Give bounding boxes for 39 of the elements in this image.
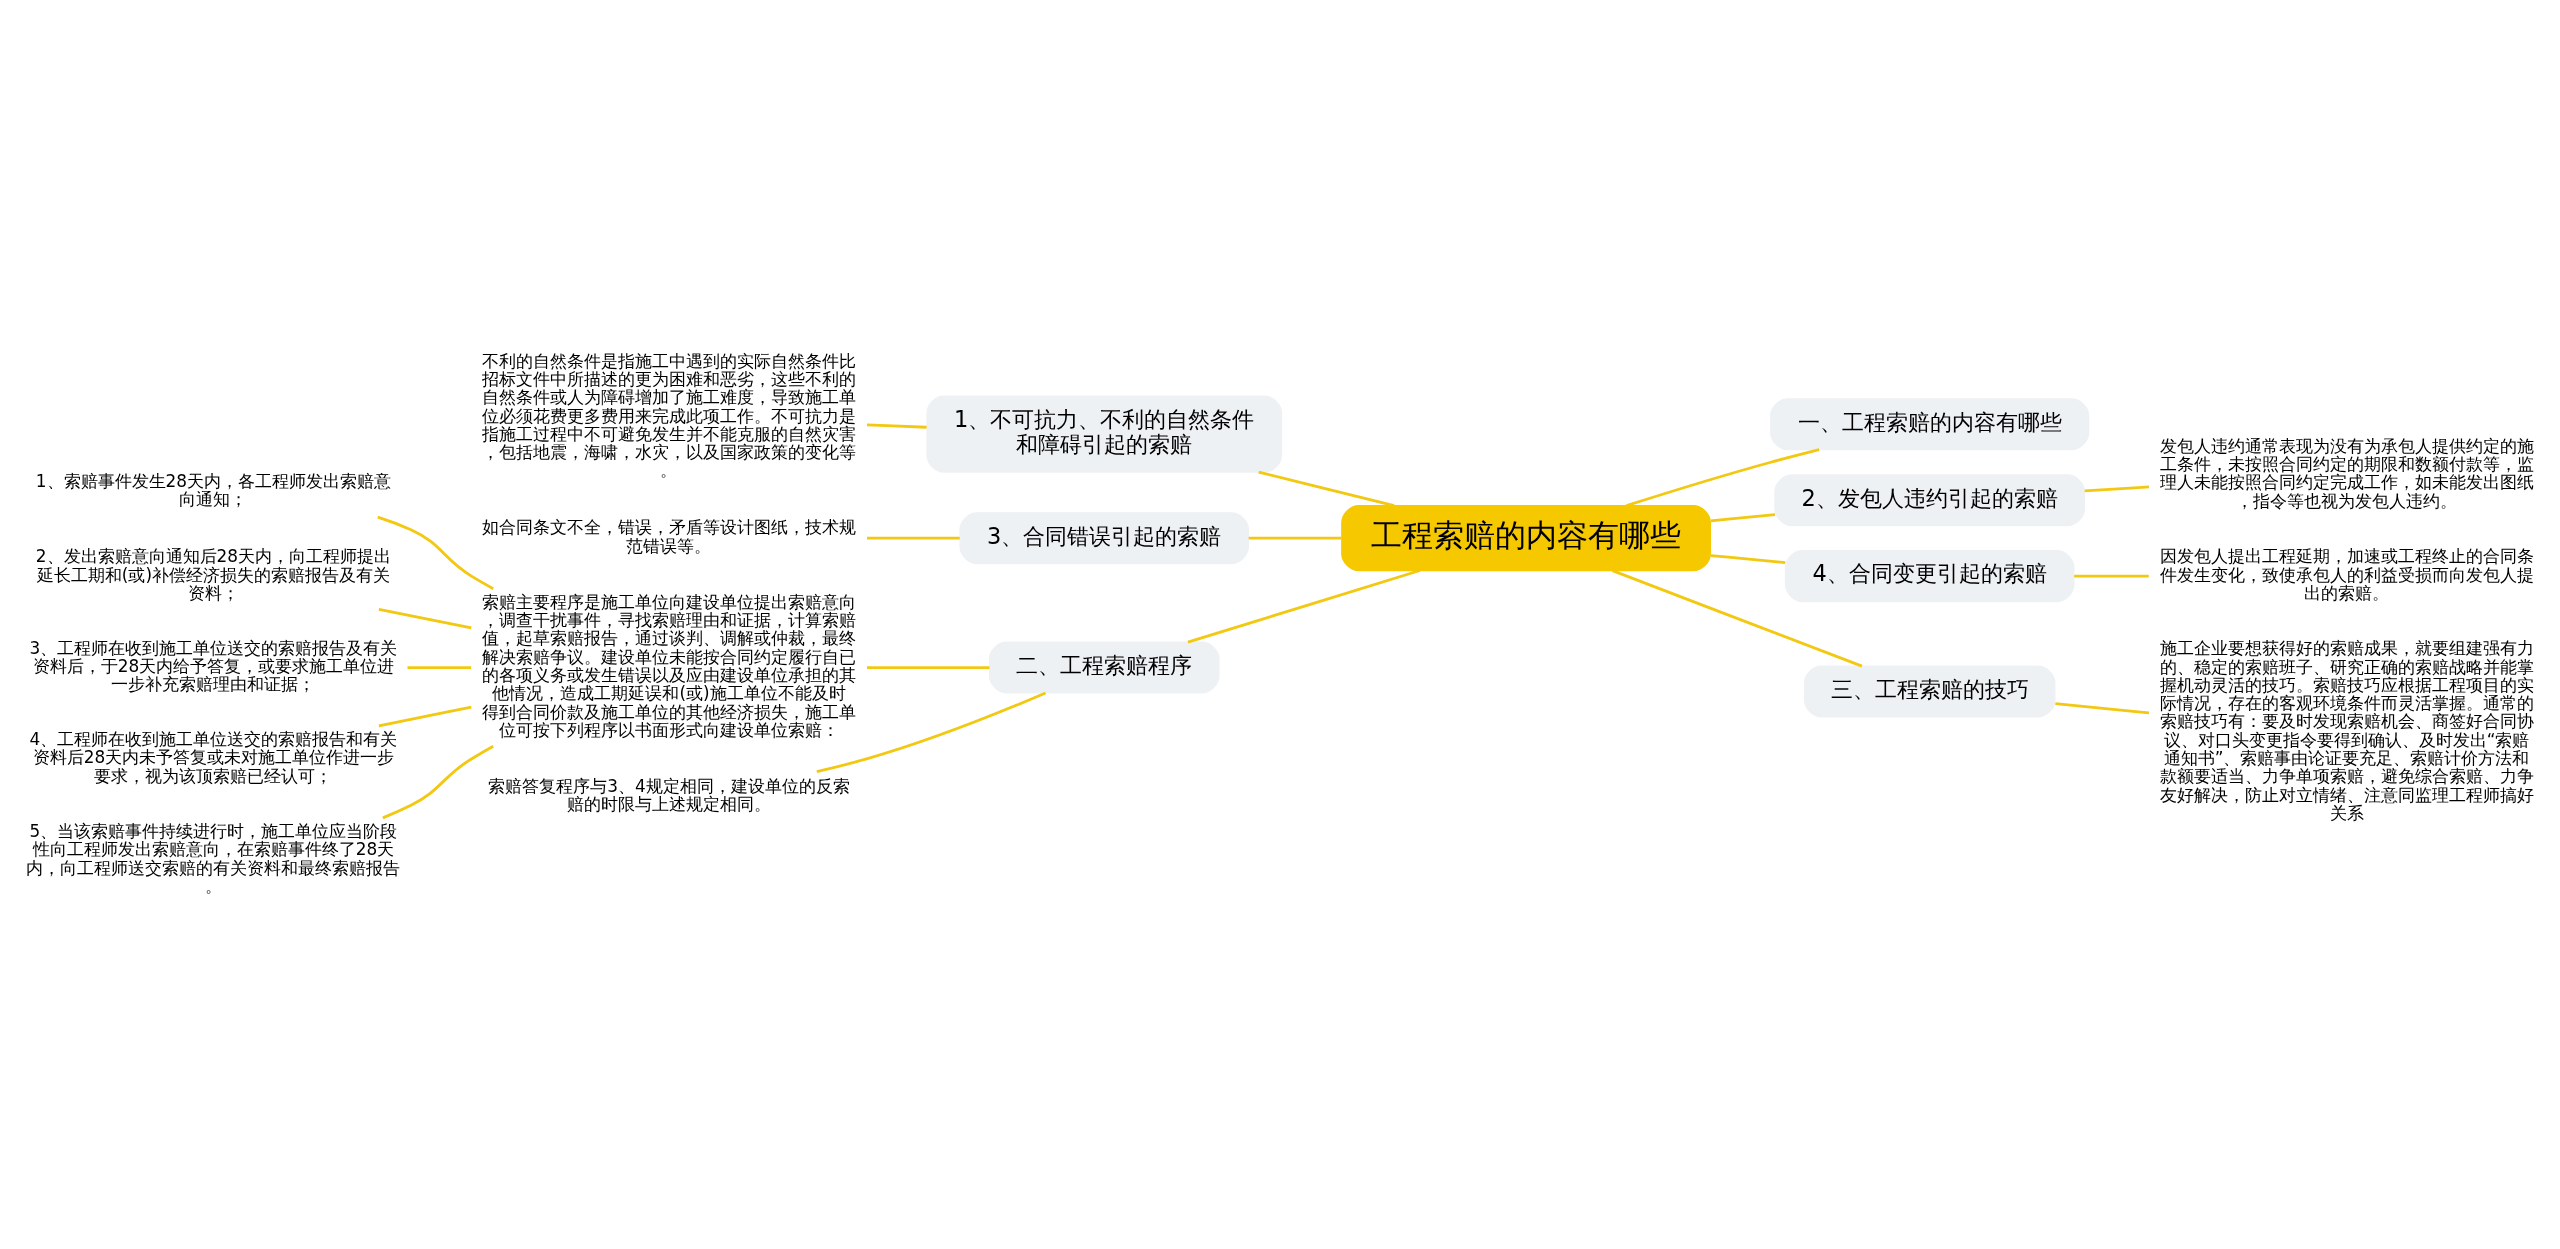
node-text: 如合同条文不全，错误，矛盾等设计图纸，技术规范错误等。 xyxy=(482,516,856,556)
node-text: 2、发出索赔意向通知后28天内，向工程师提出延长工期和(或)补偿经济损失的索赔报告及有关资料； xyxy=(35,545,391,603)
node-box: 二、工程索赔程序 xyxy=(988,641,1220,694)
connector xyxy=(407,665,472,669)
connector xyxy=(866,423,927,429)
node-text: 发包人违约通常表现为没有为承包人提供约定的施工条件，未按照合同约定的期限和数额付款等，监理人未能按照合同约定完成工作，如未能发出图纸，指令等也视为发包人违约。 xyxy=(2159,435,2534,511)
connector xyxy=(2055,701,2150,714)
node-box: 4、合同变更引起的索赔 xyxy=(1784,549,2075,602)
node-text: 索赔答复程序与3、4规定相同，建设单位的反索赔的时限与上述规定相同。 xyxy=(488,775,850,814)
node-text: 4、工程师在收到施工单位送交的索赔报告和有关资料后28天内未予答复或未对施工单位作进一步要求，视为该顶索赔已经认可； xyxy=(29,728,398,786)
connector xyxy=(1258,470,1395,507)
node-box: 3、合同错误引起的索赔 xyxy=(959,511,1250,564)
connector xyxy=(2084,484,2150,492)
node-text: 5、当该索赔事件持续进行时，施工单位应当阶段性向工程师发出索赔意向，在索赔事件终了28天内，向工程师送交索赔的有关资料和最终索赔报告。 xyxy=(26,820,401,896)
node-text: 索赔主要程序是施工单位向建设单位提出索赔意向，调查干扰事件，寻找索赔理由和证据，计算索赔值，起草索赔报告，通过谈判、调解或仲裁，最终解决索赔争议。建设单位未能按合同约定履行自已的各项义务或发生错误以及应由建设单位承担的其他情况，造成工期延误和(或)施工单位不能及时得到合同价款及施工单位的其他经济损失，施工单位可按下列程序以书面形式向建设单位索赔： xyxy=(482,591,856,740)
connector xyxy=(1710,512,1776,522)
connector xyxy=(1611,568,1863,667)
node-text: 1、索赔事件发生28天内，各工程师发出索赔意向通知； xyxy=(35,470,391,509)
connector xyxy=(378,607,472,629)
node-text: 3、工程师在收到施工单位送交的索赔报告及有关资料后，于28天内给予答复，或要求施工单位进一步补充索赔理由和证据； xyxy=(29,637,398,694)
connector xyxy=(377,515,494,590)
connector xyxy=(382,744,494,819)
node-box: 工程索赔的内容有哪些 xyxy=(1341,504,1711,571)
connector xyxy=(867,536,960,540)
node-text: 施工企业要想获得好的索赔成果，就要组建强有力的、稳定的索赔班子、研究正确的索赔战略并能掌握机动灵活的技巧。索赔技巧应根据工程项目的实际情况，存在的客观环境条件而灵活掌握。通常的索赔技巧有：要及时发现索赔机会、商签好合同协议、对口头变更指令要得到确认、及时发出“索赔通知书”、索赔事由论证要充足、索赔计价方法和款额要适当、力争单项索赔，避免综合索赔、力争友好解决，防止对立情绪、注意同监理工程师搞好关系 xyxy=(2159,637,2534,823)
node-box: 1、不可抗力、不利的自然条件和障碍引起的索赔 xyxy=(926,394,1283,473)
node-box: 三、工程索赔的技巧 xyxy=(1803,664,2056,717)
node-text: 不利的自然条件是指施工中遇到的实际自然条件比招标文件中所描述的更为困难和恶劣，这些不利的自然条件或人为障碍增加了施工难度，导致施工单位必须花费更多费用来完成此项工作。不可抗力是指施工过程中不可避免发生并不能克服的自然灾害，包括地震，海啸，水灾，以及国家政策的变化等。 xyxy=(482,350,856,480)
node-box: 一、工程索赔的内容有哪些 xyxy=(1770,397,2090,450)
node-text: 因发包人提出工程延期，加速或工程终止的合同条件发生变化，致使承包人的利益受损而向发包人提出的索赔。 xyxy=(2159,545,2534,603)
connector xyxy=(1626,447,1820,507)
connector xyxy=(2074,574,2149,578)
connector xyxy=(867,665,990,669)
connector xyxy=(378,705,472,727)
connector xyxy=(1187,568,1421,643)
node-box: 2、发包人违约引起的索赔 xyxy=(1774,473,2086,526)
connector xyxy=(816,691,1047,773)
connector xyxy=(1248,536,1342,540)
connector xyxy=(1710,553,1786,564)
